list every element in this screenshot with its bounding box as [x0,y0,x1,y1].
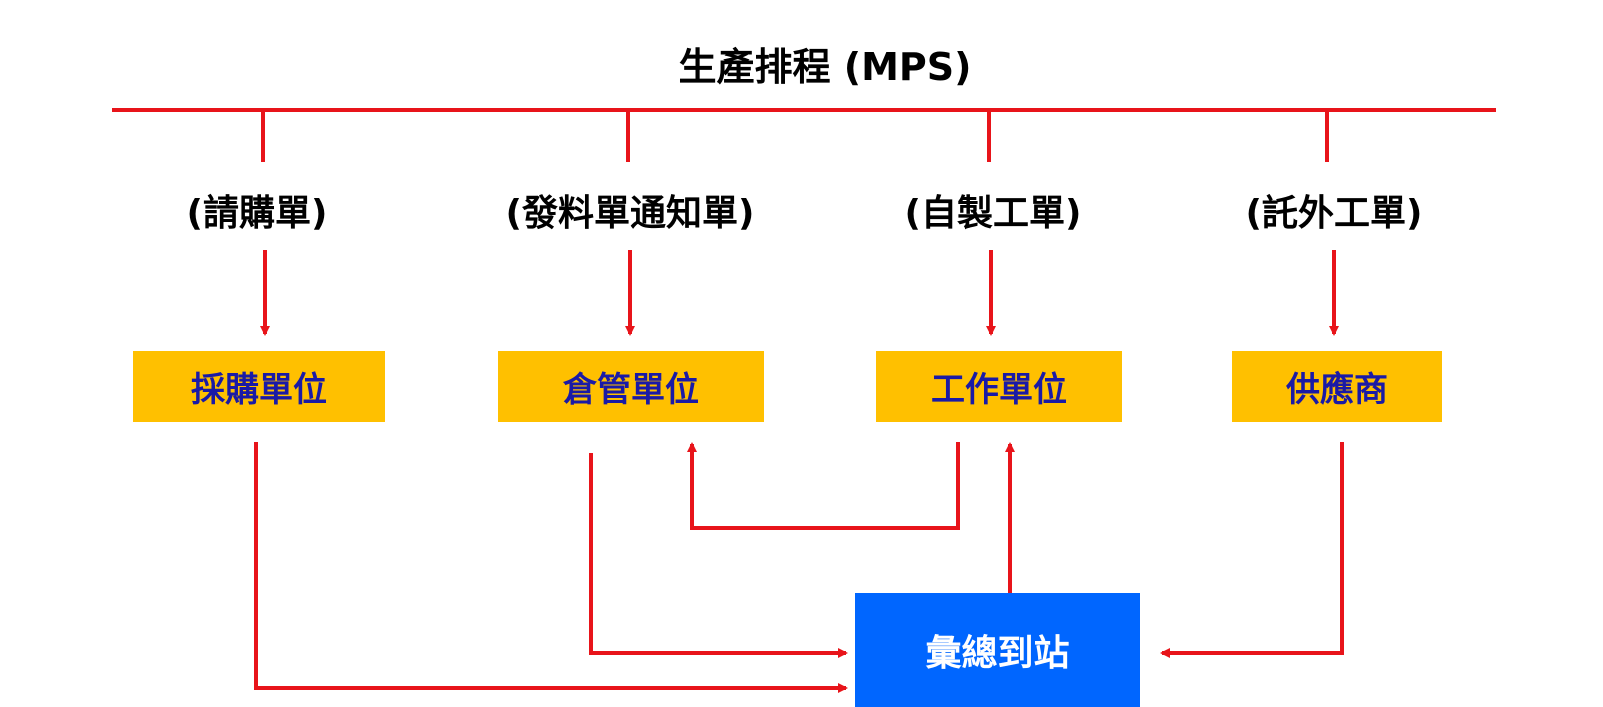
unit-label-warehouse: 倉管單位 [563,370,699,410]
diagram-title: 生產排程 (MPS) [678,45,972,89]
unit-box-supplier: 供應商 [1232,351,1442,422]
purchasing-to-hub-connector [254,442,848,693]
supplier-to-hub-connector [1160,442,1344,658]
work-to-warehouse-connector [687,442,960,530]
unit-box-purchasing: 採購單位 [133,351,385,422]
hub-box: 彙總到站 [855,593,1140,707]
document-label-work-order: (自製工單) [904,193,1082,234]
document-label-purchase-request: (請購單) [186,193,328,234]
unit-label-supplier: 供應商 [1286,370,1388,410]
document-label-issue-notice: (發料單通知單) [505,193,755,234]
unit-label-work: 工作單位 [931,370,1067,410]
hub-label: 彙總到站 [925,633,1070,674]
unit-box-work: 工作單位 [876,351,1122,422]
unit-label-purchasing: 採購單位 [191,370,327,410]
unit-box-warehouse: 倉管單位 [498,351,764,422]
document-label-outsource-order: (託外工單) [1245,193,1423,234]
warehouse-to-hub-connector [589,453,848,658]
